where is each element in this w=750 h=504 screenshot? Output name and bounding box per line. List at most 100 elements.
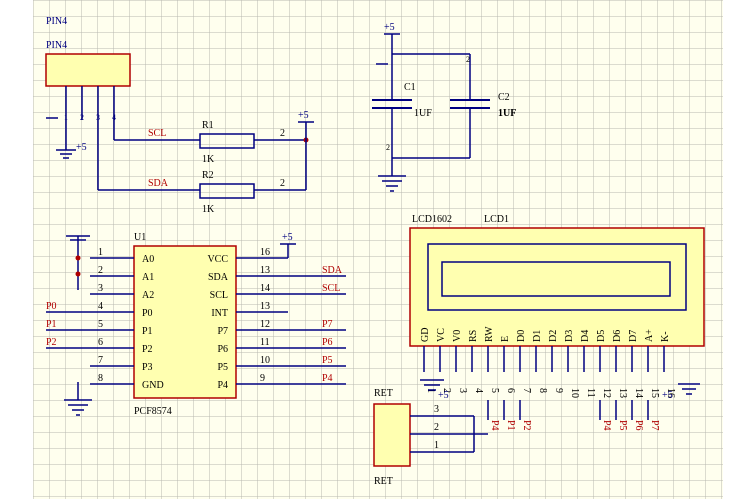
lcd-pin-name: A+ bbox=[644, 329, 655, 342]
ic-left-pin-number: 8 bbox=[98, 373, 103, 384]
lcd-pin-number: 11 bbox=[585, 388, 596, 398]
lcd-pin-number: 4 bbox=[473, 388, 484, 393]
lcd-pin-number: 12 bbox=[601, 388, 612, 398]
lcd-pin-number: 13 bbox=[617, 388, 628, 398]
lcd-pin-number: 5 bbox=[489, 388, 500, 393]
ic-body bbox=[133, 245, 237, 399]
pot-pin-3: 3 bbox=[434, 404, 439, 415]
ic-right-pin-name: VCC bbox=[207, 254, 228, 265]
resistor-power-label: +5 bbox=[298, 110, 309, 121]
ic-left-pin-number: 5 bbox=[98, 319, 103, 330]
lcd-bezel bbox=[427, 243, 687, 311]
lcd-pin-name: D2 bbox=[548, 330, 559, 342]
pot-value: RET bbox=[374, 476, 393, 487]
lcd-pin-number: 2 bbox=[441, 388, 452, 393]
ic-part: PCF8574 bbox=[134, 406, 172, 417]
lcd-pin-name: D6 bbox=[612, 330, 623, 342]
lcd-pin-number: 16 bbox=[665, 388, 676, 398]
header-pin-2: 2 bbox=[80, 113, 84, 122]
lcd-pin-number: 9 bbox=[553, 388, 564, 393]
c1-ref: C1 bbox=[404, 82, 416, 93]
ic-right-net-label: P5 bbox=[322, 355, 333, 366]
ic-left-pin-number: 7 bbox=[98, 355, 103, 366]
lcd-pin-name: RS bbox=[468, 330, 479, 342]
lcd-pin-name: K- bbox=[660, 331, 671, 342]
header-connector: PIN4 PIN4 1 2 3 4 +5 bbox=[45, 16, 200, 191]
ic-right-pin-number: 14 bbox=[260, 283, 270, 294]
ic-right-pin-name: P6 bbox=[217, 344, 228, 355]
lcd-pin-name: VC bbox=[436, 328, 447, 342]
cap-power-label: +5 bbox=[384, 22, 395, 33]
lcd-pin-name: RW bbox=[484, 326, 495, 342]
ic-left-pin-name: A0 bbox=[142, 254, 154, 265]
lcd-right-power: +5 bbox=[662, 390, 673, 401]
ic-right-pin-number: 13 bbox=[260, 265, 270, 276]
ic-right-pin-name: P5 bbox=[217, 362, 228, 373]
r1-net-label: SCL bbox=[148, 128, 166, 139]
ic-left-pin-number: 1 bbox=[98, 247, 103, 258]
ic-left-pin-name: A2 bbox=[142, 290, 154, 301]
lcd-net-label: P4 bbox=[489, 420, 500, 431]
c1-value: 1UF bbox=[414, 108, 432, 119]
resistor-power: +5 bbox=[298, 110, 314, 190]
ic-right-net-label: SDA bbox=[322, 265, 343, 276]
ic-left-net-label: P2 bbox=[46, 337, 57, 348]
c2-value: 1UF bbox=[498, 108, 516, 119]
ic-right-pin-number: 13 bbox=[260, 301, 270, 312]
header-body bbox=[45, 53, 131, 87]
lcd1602-module: LCD1602 LCD1 GD1VC2V03RS4RW5E6D07D18D29D… bbox=[409, 214, 705, 431]
lcd-net-label: P7 bbox=[649, 420, 660, 431]
lcd-pin-name: D4 bbox=[580, 330, 591, 342]
ic-left-pin-number: 3 bbox=[98, 283, 103, 294]
ic-left-pin-name: P3 bbox=[142, 362, 153, 373]
ic-left-pin-name: GND bbox=[142, 380, 164, 391]
resistor-r2: SDA R2 1K 2 bbox=[148, 170, 306, 215]
lcd-screen bbox=[441, 261, 671, 297]
ic-right-pin-name: P7 bbox=[217, 326, 228, 337]
lcd-ref: LCD1 bbox=[484, 214, 509, 225]
c2-ref: C2 bbox=[498, 92, 510, 103]
r2-pin: 2 bbox=[280, 178, 285, 189]
lcd-pin-number: 3 bbox=[457, 388, 468, 393]
lcd-pin-number: 10 bbox=[569, 388, 580, 398]
lcd-net-label: P6 bbox=[633, 420, 644, 431]
ic-right-net-label: SCL bbox=[322, 283, 340, 294]
pot-pin-2: 2 bbox=[434, 422, 439, 433]
ic-right-net-label: P4 bbox=[322, 373, 333, 384]
ic-left-pin-number: 2 bbox=[98, 265, 103, 276]
ic-right-pin-number: 10 bbox=[260, 355, 270, 366]
header-pin-4: 4 bbox=[112, 113, 116, 122]
r1-ref: R1 bbox=[202, 120, 214, 131]
ic-ref: U1 bbox=[134, 232, 146, 243]
header-label-1: PIN4 bbox=[46, 16, 67, 27]
ic-right-pin-number: 16 bbox=[260, 247, 270, 258]
ic-left-pin-name: P2 bbox=[142, 344, 153, 355]
pot-pin-1: 1 bbox=[434, 440, 439, 451]
lcd-pin-name: V0 bbox=[452, 330, 463, 342]
ic-left-net-label: P0 bbox=[46, 301, 57, 312]
lcd-pin-name: GD bbox=[420, 328, 431, 342]
lcd-net-label: P5 bbox=[617, 420, 628, 431]
lcd-net-label: P4 bbox=[601, 420, 612, 431]
lcd-pin-number: 15 bbox=[649, 388, 660, 398]
capacitor-group: +5 C1 1UF 2 C2 1UF 2 bbox=[372, 22, 516, 192]
lcd-pin-number: 6 bbox=[505, 388, 516, 393]
r2-net-label: SDA bbox=[148, 178, 169, 189]
ic-right-net-label: P7 bbox=[322, 319, 333, 330]
ic-left-pin-number: 6 bbox=[98, 337, 103, 348]
ic-right-pin-name: SDA bbox=[208, 272, 229, 283]
c1-pin: 2 bbox=[386, 143, 390, 152]
r2-value: 1K bbox=[202, 204, 215, 215]
ic-right-pin-name: SCL bbox=[210, 290, 228, 301]
ic-left-net-label: P1 bbox=[46, 319, 57, 330]
lcd-pin-number: 7 bbox=[521, 388, 532, 393]
pcf8574-ic: U1 PCF8574 +5 1A02A13A24P0P05P1P16P2P27P… bbox=[46, 232, 346, 417]
r1-value: 1K bbox=[202, 154, 215, 165]
ic-left-pin-number: 4 bbox=[98, 301, 103, 312]
ic-left-pin-name: A1 bbox=[142, 272, 154, 283]
r2-ref: R2 bbox=[202, 170, 214, 181]
ic-right-pin-name: INT bbox=[211, 308, 228, 319]
header-label-2: PIN4 bbox=[46, 40, 67, 51]
lcd-pin-number: 14 bbox=[633, 388, 644, 398]
